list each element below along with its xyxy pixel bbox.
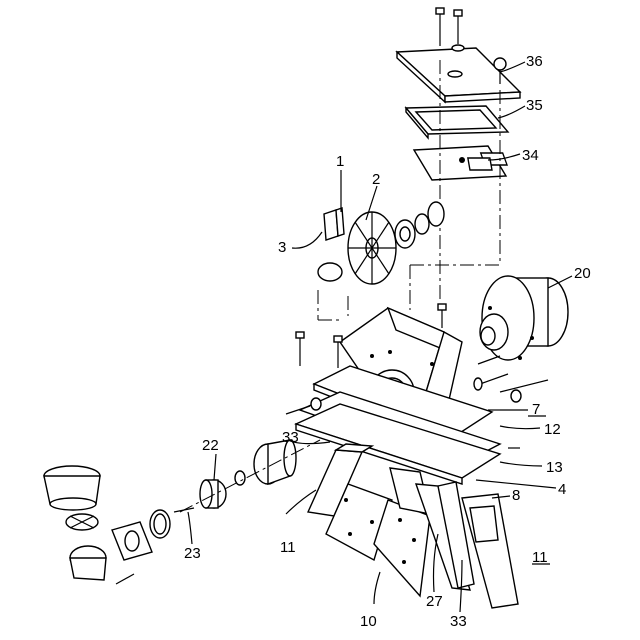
label-36: 36: [526, 53, 543, 70]
label-33-bottom: 33: [450, 613, 467, 630]
blade-insert: [324, 208, 344, 240]
label-3: 3: [278, 239, 286, 256]
rotor-rings: [395, 202, 444, 248]
label-7: 7: [532, 401, 540, 418]
inlet-hopper: [44, 466, 100, 510]
label-27: 27: [426, 593, 443, 610]
inlet-screen: [66, 514, 98, 530]
rotor-dash-lines: [318, 290, 348, 320]
inlet-adapter: [70, 546, 106, 580]
rotor-disc: [348, 212, 396, 284]
inlet-ring: [150, 510, 170, 538]
grate-plate: [414, 146, 507, 180]
coupling-housing: [254, 440, 296, 484]
inlet-flange: [112, 522, 152, 560]
label-1: 1: [336, 153, 344, 170]
motor: [480, 276, 568, 360]
label-12: 12: [544, 421, 561, 438]
label-34: 34: [522, 147, 539, 164]
label-10: 10: [360, 613, 377, 630]
label-35: 35: [526, 97, 543, 114]
label-11-right: 11: [532, 549, 548, 566]
label-23: 23: [184, 545, 201, 562]
label-13: 13: [546, 459, 563, 476]
label-8: 8: [512, 487, 520, 504]
label-4: 4: [558, 481, 566, 498]
label-11-left: 11: [280, 539, 296, 556]
label-22: 22: [202, 437, 219, 454]
right-leg: [462, 494, 518, 608]
spline-coupling: [200, 480, 226, 508]
top-cover-plate: [397, 48, 520, 102]
o-ring: [318, 263, 342, 281]
gasket-frame: [406, 106, 508, 138]
label-20: 20: [574, 265, 591, 282]
label-33-top: 33: [282, 429, 299, 446]
label-2: 2: [372, 171, 380, 188]
